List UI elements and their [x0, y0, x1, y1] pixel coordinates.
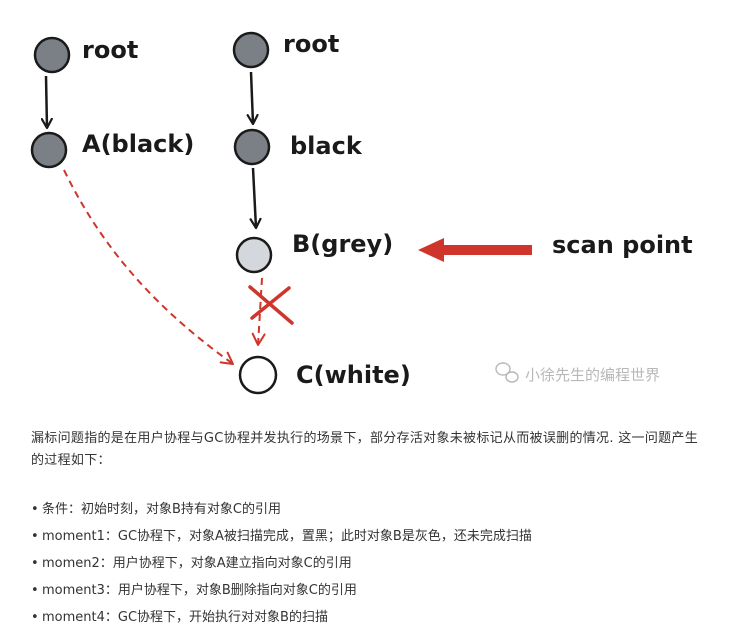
moment-list: •条件：初始时刻，对象B持有对象C的引用 •moment1：GC协程下，对象A被…	[31, 500, 711, 635]
list-item: •条件：初始时刻，对象B持有对象C的引用	[31, 500, 711, 527]
bullet-dot: •	[31, 556, 39, 571]
list-item-text: moment1：GC协程下，对象A被扫描完成，置黑；此时对象B是灰色，还未完成扫…	[42, 529, 532, 544]
article-body: 漏标问题指的是在用户协程与GC协程并发执行的场景下，部分存活对象未被标记从而被误…	[31, 428, 711, 625]
bullet-dot: •	[31, 502, 39, 517]
right-black-node	[233, 128, 271, 166]
right-root-label: root	[283, 30, 339, 58]
list-item: •moment4：GC协程下，开始执行对对象B的扫描	[31, 608, 711, 635]
list-item-text: 条件：初始时刻，对象B持有对象C的引用	[42, 502, 281, 517]
c-white-label: C(white)	[296, 361, 411, 389]
left-root-label: root	[82, 36, 138, 64]
right-root-to-black-edge	[251, 71, 253, 124]
left-root-to-a-edge	[46, 75, 47, 128]
cross-icon	[248, 285, 294, 325]
list-item-text: moment4：GC协程下，开始执行对对象B的扫描	[42, 610, 328, 625]
list-item-text: momen2：用户协程下，对象A建立指向对象C的引用	[42, 556, 352, 571]
bullet-dot: •	[31, 610, 39, 625]
scan-point-arrow	[418, 238, 532, 262]
c-white-node	[238, 355, 278, 395]
list-item: •moment1：GC协程下，对象A被扫描完成，置黑；此时对象B是灰色，还未完成…	[31, 527, 711, 554]
wechat-icon	[495, 362, 519, 383]
left-root-node	[33, 36, 71, 74]
gc-missing-mark-diagram: root A(black) root black B(grey) C(white…	[30, 30, 693, 395]
black-to-b-edge	[253, 167, 256, 228]
bullet-dot: •	[31, 529, 39, 544]
intro-paragraph: 漏标问题指的是在用户协程与GC协程并发执行的场景下，部分存活对象未被标记从而被误…	[31, 431, 699, 468]
bullet-dot: •	[31, 583, 39, 598]
right-root-node	[232, 31, 270, 69]
left-a-label: A(black)	[82, 130, 194, 158]
watermark-text: 小徐先生的编程世界	[525, 366, 660, 384]
scan-point-label: scan point	[552, 231, 693, 259]
b-grey-node	[235, 236, 273, 274]
left-a-node	[30, 131, 68, 169]
a-to-c-new-reference-edge	[63, 169, 234, 365]
right-black-label: black	[290, 132, 363, 160]
list-item-text: moment3：用户协程下，对象B删除指向对象C的引用	[42, 583, 357, 598]
list-item: •momen2：用户协程下，对象A建立指向对象C的引用	[31, 554, 711, 581]
b-grey-label: B(grey)	[292, 230, 393, 258]
list-item: •moment3：用户协程下，对象B删除指向对象C的引用	[31, 581, 711, 608]
